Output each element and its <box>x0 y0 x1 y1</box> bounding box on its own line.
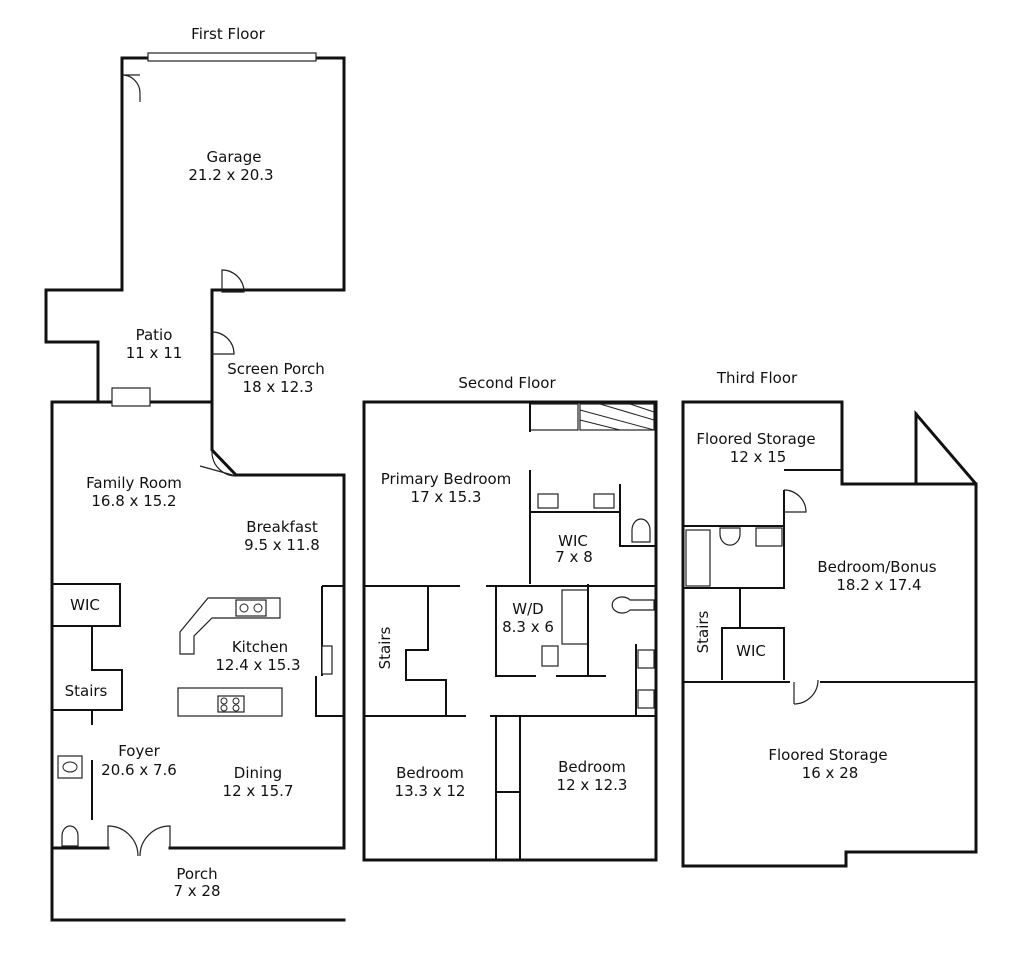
family-room-label: Family Room <box>86 474 182 492</box>
second-floor-title: Second Floor <box>458 374 556 392</box>
breakfast-label: Breakfast <box>246 518 318 536</box>
bedroom-a-label: Bedroom <box>396 764 464 782</box>
screen-porch-dims: 18 x 12.3 <box>243 378 314 396</box>
bathtub <box>529 403 579 431</box>
stairs-third-label: Stairs <box>694 610 712 653</box>
wd-tub <box>561 589 589 645</box>
foyer-toilet <box>61 825 79 847</box>
wd-dims: 8.3 x 6 <box>502 618 554 636</box>
vanity-sink-1 <box>537 493 559 509</box>
stairs-first-label: Stairs <box>65 682 108 700</box>
floored-storage-a-label: Floored Storage <box>696 430 815 448</box>
wd-sink <box>541 645 559 667</box>
kitchen-dims: 12.4 x 15.3 <box>215 656 300 674</box>
third-floor-plan <box>681 400 978 868</box>
bedroom-bonus-label: Bedroom/Bonus <box>817 558 936 576</box>
first-floor-title: First Floor <box>191 25 265 43</box>
wic-third-label: WIC <box>736 642 766 660</box>
hall-toilet <box>611 596 655 614</box>
floored-storage-b-dims: 16 x 28 <box>802 764 859 782</box>
third-sink <box>755 527 783 547</box>
stairs-second-label: Stairs <box>376 626 394 669</box>
bedroom-b-dims: 12 x 12.3 <box>557 776 628 794</box>
kitchen-label: Kitchen <box>232 638 288 656</box>
third-bathtub <box>685 529 711 587</box>
breakfast-dims: 9.5 x 11.8 <box>244 536 320 554</box>
vanity-sink-2 <box>593 493 615 509</box>
third-floor-title: Third Floor <box>716 369 798 387</box>
wd-label: W/D <box>512 600 543 618</box>
patio-label: Patio <box>136 326 173 344</box>
wic-second-label: WIC <box>558 532 588 550</box>
bonus-door <box>793 679 819 705</box>
porch-dims: 7 x 28 <box>173 882 220 900</box>
garage-side-door <box>121 74 141 102</box>
patio-door <box>211 331 235 355</box>
garage-dims: 21.2 x 20.3 <box>188 166 273 184</box>
screen-porch-label: Screen Porch <box>227 360 325 378</box>
storage-door <box>783 489 807 513</box>
hall-sink-1 <box>637 649 655 669</box>
porch-label: Porch <box>176 865 217 883</box>
bedroom-b-label: Bedroom <box>558 758 626 776</box>
front-doors <box>107 825 171 857</box>
wic-first-label: WIC <box>70 596 100 614</box>
screen-porch-door <box>221 269 245 293</box>
bedroom-a-dims: 13.3 x 12 <box>395 782 466 800</box>
wic-second-dims: 7 x 8 <box>555 548 593 566</box>
floored-storage-a-dims: 12 x 15 <box>730 448 787 466</box>
third-toilet <box>719 527 741 546</box>
primary-toilet <box>631 518 651 543</box>
patio-dims: 11 x 11 <box>126 344 183 362</box>
primary-bedroom-dims: 17 x 15.3 <box>411 488 482 506</box>
floored-storage-b-label: Floored Storage <box>768 746 887 764</box>
fridge <box>321 645 333 675</box>
garage-label: Garage <box>207 148 262 166</box>
garage-door-window <box>147 52 317 62</box>
second-floor-plan <box>362 400 658 862</box>
dining-dims: 12 x 15.7 <box>223 782 294 800</box>
dining-label: Dining <box>234 764 282 782</box>
foyer-sink <box>57 755 83 779</box>
patio-grill <box>111 387 151 407</box>
primary-bedroom-label: Primary Bedroom <box>381 470 512 488</box>
family-door <box>211 451 237 477</box>
cooktop <box>217 695 245 713</box>
bedroom-bonus-dims: 18.2 x 17.4 <box>836 576 921 594</box>
foyer-label: Foyer <box>118 742 160 760</box>
hall-sink-2 <box>637 689 655 709</box>
first-floor-plan <box>44 52 346 922</box>
foyer-dims: 20.6 x 7.6 <box>101 761 177 779</box>
family-room-dims: 16.8 x 15.2 <box>91 492 176 510</box>
